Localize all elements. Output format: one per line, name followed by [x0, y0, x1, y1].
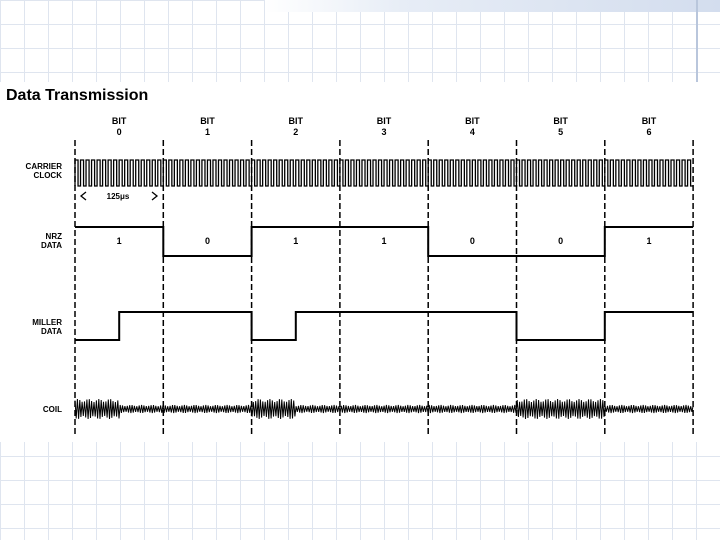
period-annotation: 125μs — [79, 191, 159, 201]
carrier-clock-label: CARRIER CLOCK — [26, 162, 63, 180]
bit-label-top-4: BIT — [465, 116, 480, 126]
nrz-bit-value-0: 1 — [117, 236, 122, 246]
miller-waveform — [75, 311, 694, 341]
nrz-bit-value-3: 1 — [382, 236, 387, 246]
nrz-waveform — [75, 226, 694, 257]
bit-label-number-6: 6 — [646, 127, 651, 137]
bit-label-number-4: 4 — [470, 127, 475, 137]
coil-label: COIL — [43, 405, 62, 414]
timing-diagram: Data Transmission BIT0BIT1BIT2BIT3BIT4BI… — [6, 87, 694, 437]
miller-label-line1: MILLER — [32, 318, 62, 327]
nrz-label-line2: DATA — [41, 241, 62, 250]
nrz-bit-value-4: 0 — [470, 236, 475, 246]
nrz-bit-values: 1 0 1 1 0 0 1 — [117, 236, 652, 246]
diagram-title: Data Transmission — [6, 87, 148, 104]
period-arrow-right — [151, 191, 159, 201]
bit-label-top-3: BIT — [377, 116, 392, 126]
miller-label-line2: DATA — [41, 327, 62, 336]
miller-data-label: MILLER DATA — [32, 318, 62, 336]
carrier-clock-waveform — [74, 159, 694, 187]
carrier-label-line1: CARRIER — [26, 162, 63, 171]
bit-label-number-0: 0 — [117, 127, 122, 137]
bit-label-number-1: 1 — [205, 127, 210, 137]
nrz-bit-value-6: 1 — [646, 236, 651, 246]
period-label: 125μs — [107, 192, 130, 201]
header-decoration-band — [265, 0, 720, 12]
carrier-clock-trace — [74, 159, 694, 187]
bit-label-top-1: BIT — [200, 116, 215, 126]
bit-label-number-5: 5 — [558, 127, 563, 137]
bit-label-number-2: 2 — [293, 127, 298, 137]
nrz-bit-value-5: 0 — [558, 236, 563, 246]
period-arrow-left — [79, 191, 87, 201]
header-decoration-rule — [696, 0, 698, 82]
bit-label-top-0: BIT — [112, 116, 127, 126]
nrz-bit-value-1: 0 — [205, 236, 210, 246]
nrz-label-line1: NRZ — [46, 232, 63, 241]
bit-dividers — [74, 140, 694, 437]
nrz-data-label: NRZ DATA — [41, 232, 62, 250]
nrz-bit-value-2: 1 — [293, 236, 298, 246]
coil-waveform — [74, 398, 694, 420]
slide-panel — [0, 82, 720, 442]
carrier-label-line2: CLOCK — [34, 171, 63, 180]
bit-label-number-3: 3 — [382, 127, 387, 137]
bit-label-top-5: BIT — [553, 116, 568, 126]
bit-label-top-6: BIT — [642, 116, 657, 126]
bit-label-top-2: BIT — [289, 116, 304, 126]
